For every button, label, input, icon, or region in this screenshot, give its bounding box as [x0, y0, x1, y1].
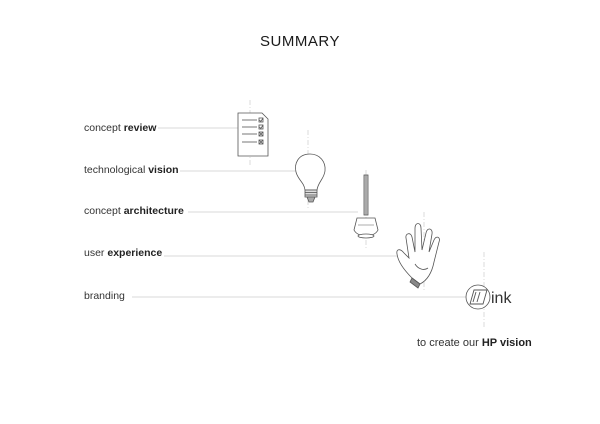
- closing-prefix: to create our: [417, 337, 479, 349]
- step-label-concept-review: concept review: [84, 122, 156, 134]
- step-label-user-experience: user experience: [84, 247, 162, 259]
- step-prefix: concept: [84, 122, 121, 134]
- step-keyword: architecture: [123, 205, 184, 217]
- step-label-concept-architecture: concept architecture: [84, 205, 184, 217]
- link-logo-text: ink: [491, 290, 512, 307]
- hand-icon: [396, 223, 440, 289]
- closing-keyword: HP vision: [481, 337, 532, 349]
- link-logo-icon: ink: [465, 284, 512, 310]
- pen-stand-icon: [353, 174, 379, 239]
- step-prefix: technological: [84, 164, 146, 176]
- step-keyword: vision: [148, 164, 179, 176]
- lightbulb-icon: [295, 153, 326, 203]
- closing-statement: to create our HP vision: [417, 337, 532, 349]
- step-prefix: concept: [84, 205, 121, 217]
- checklist-icon: [237, 112, 269, 157]
- step-label-branding: branding: [84, 290, 125, 302]
- step-keyword: review: [123, 122, 157, 134]
- step-keyword: branding: [84, 290, 125, 302]
- page-title: SUMMARY: [260, 33, 340, 50]
- step-keyword: experience: [107, 247, 163, 259]
- step-prefix: user: [84, 247, 105, 259]
- step-label-technological-vision: technological vision: [84, 164, 179, 176]
